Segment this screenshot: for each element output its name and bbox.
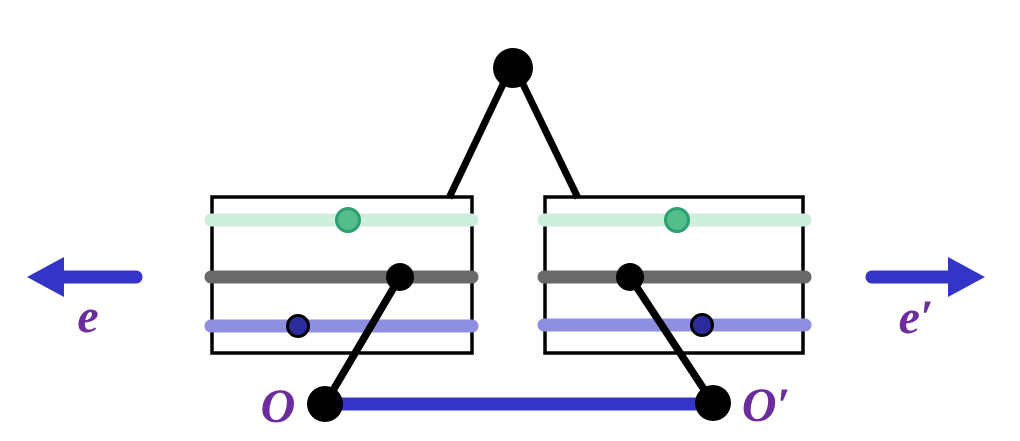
left-gray-bar-node [386,263,414,291]
right-navy-dot [690,313,714,337]
right-block [537,195,812,355]
right-green-dot [664,207,690,233]
right-origin-edge [626,274,717,406]
origin-dot-O-prime [695,385,731,421]
apex-left-edge [445,76,510,200]
apex-node [445,48,582,200]
left-origin-edge [321,275,404,406]
label-O-prime: O′ [742,379,790,432]
left-arrowhead-icon [27,257,64,297]
label-e: e [77,290,98,343]
right-gray-bar-node [616,263,644,291]
baseline [307,385,731,422]
left-arrow [27,257,143,297]
apex-dot [493,48,533,88]
right-arrowhead-icon [948,257,985,297]
apex-right-edge [516,76,582,200]
label-e-prime: e′ [899,291,934,344]
left-block [204,195,479,355]
right-arrow [865,257,985,297]
label-O: O [261,380,296,433]
left-navy-dot [286,314,310,338]
origin-dot-O [307,386,343,422]
left-green-dot [335,207,361,233]
